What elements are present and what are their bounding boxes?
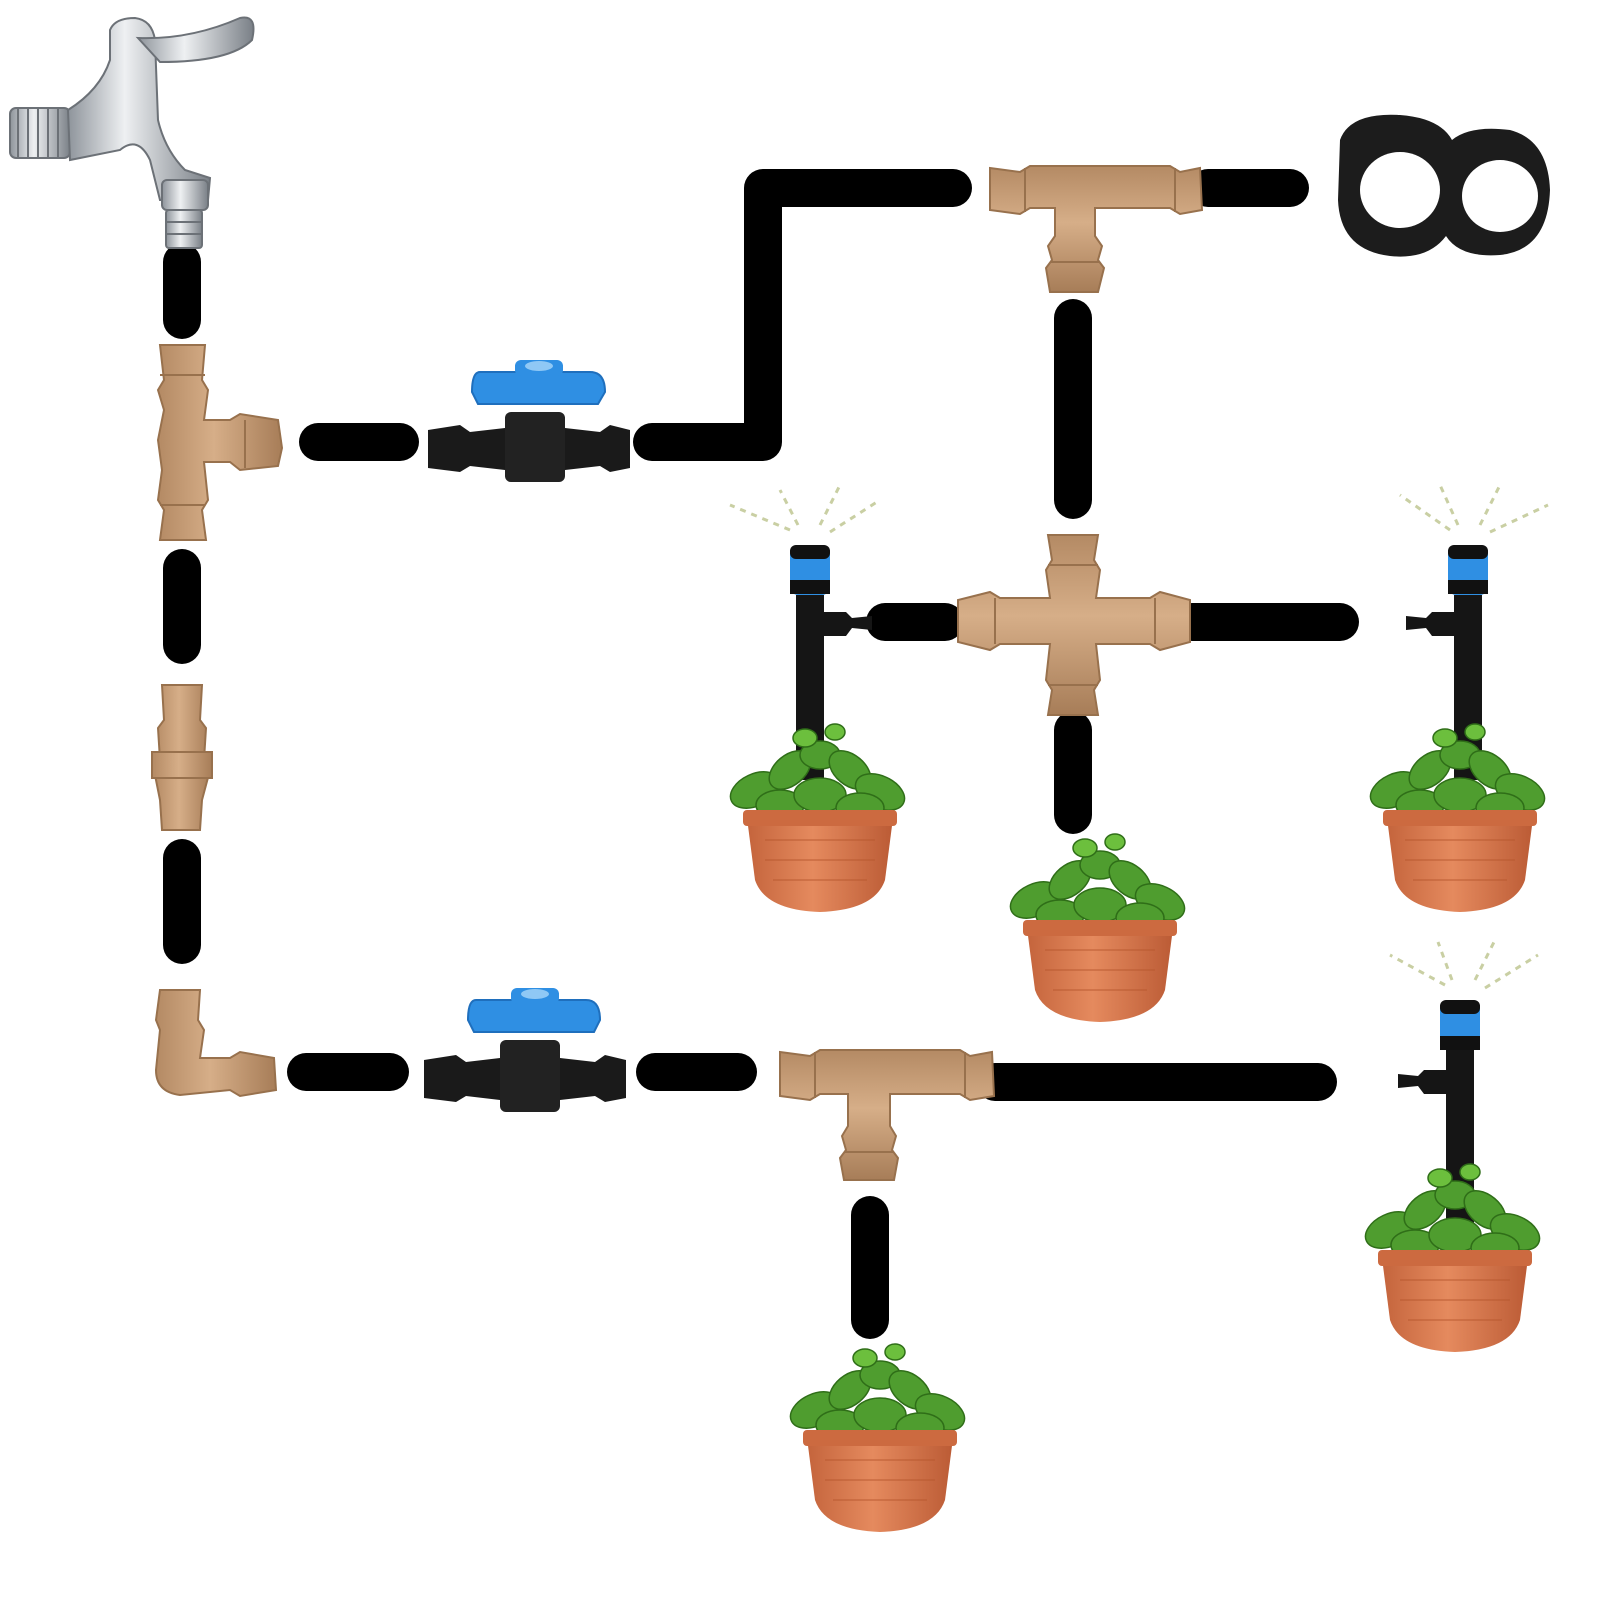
tubing — [163, 169, 1359, 1339]
potted-plant-icon — [783, 1343, 972, 1533]
potted-plant-icon — [1003, 833, 1192, 1023]
valve-icon — [428, 360, 630, 482]
tee-connector-icon — [989, 165, 1204, 293]
cross-connector-icon — [957, 534, 1191, 716]
sprinkler-stake-icon — [729, 484, 881, 780]
straight-connector-icon — [151, 684, 213, 831]
potted-plant-icon — [729, 723, 906, 912]
tee-connector-icon — [779, 1049, 996, 1181]
potted-plant-icon — [1363, 723, 1552, 913]
valve-icon — [424, 988, 626, 1112]
elbow-connector-icon — [154, 989, 278, 1098]
tee-connector-icon — [156, 344, 284, 541]
figure-eight-end-cap-icon — [1338, 114, 1550, 257]
potted-plant-icon — [1358, 1163, 1547, 1353]
faucet-icon — [9, 16, 255, 249]
tube-segment — [633, 169, 972, 461]
